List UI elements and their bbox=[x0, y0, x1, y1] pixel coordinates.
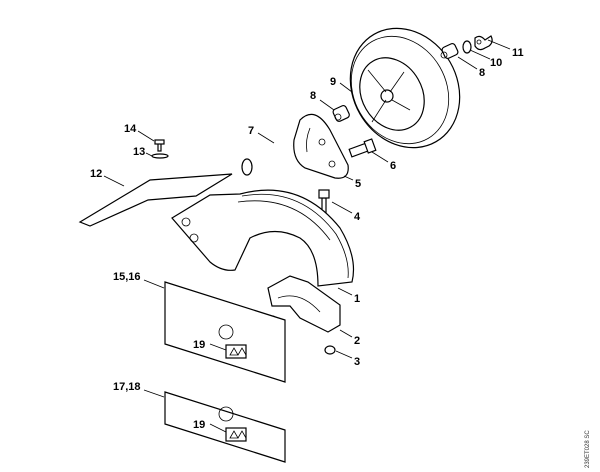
nut-3 bbox=[324, 345, 336, 355]
screw-6 bbox=[348, 138, 377, 158]
label-part-3: 3 bbox=[354, 356, 360, 368]
label-part-15-16: 15,16 bbox=[113, 271, 141, 283]
screw-14 bbox=[154, 139, 165, 152]
washer bbox=[462, 40, 472, 54]
insert-15-16 bbox=[164, 281, 286, 383]
insert-17-18 bbox=[164, 391, 286, 463]
label-part-9: 9 bbox=[330, 76, 336, 88]
label-part-17-18: 17,18 bbox=[113, 381, 141, 393]
label-part-5: 5 bbox=[355, 178, 361, 190]
leader-lines bbox=[103, 39, 511, 433]
label-part-2: 2 bbox=[354, 335, 360, 347]
bushing-right bbox=[440, 42, 459, 60]
wheel-guard bbox=[171, 189, 355, 287]
label-part-19: 19 bbox=[193, 419, 205, 431]
guard-plate bbox=[78, 173, 233, 227]
bushing-left bbox=[332, 104, 350, 122]
washer-13 bbox=[151, 153, 169, 159]
clamp bbox=[267, 275, 341, 333]
sticker-19b bbox=[225, 427, 247, 442]
label-part-12: 12 bbox=[90, 168, 102, 180]
sticker-19a bbox=[225, 344, 247, 359]
label-part-7: 7 bbox=[248, 125, 254, 137]
label-part-13: 13 bbox=[133, 146, 145, 158]
label-part-10: 10 bbox=[490, 57, 502, 69]
label-part-8: 8 bbox=[310, 90, 316, 102]
drawing-code: 239ET028 SC bbox=[585, 430, 591, 468]
wing-nut bbox=[474, 35, 493, 51]
label-part-4: 4 bbox=[354, 211, 361, 223]
label-part-6: 6 bbox=[390, 160, 396, 172]
bracket-plate bbox=[293, 113, 349, 179]
label-part-14: 14 bbox=[124, 123, 137, 135]
label-part-11: 11 bbox=[512, 47, 524, 59]
label-part-8: 8 bbox=[479, 67, 485, 79]
label-part-19: 19 bbox=[193, 339, 205, 351]
bolt-7 bbox=[241, 145, 293, 176]
wheel bbox=[349, 27, 461, 149]
label-part-1: 1 bbox=[354, 293, 360, 305]
